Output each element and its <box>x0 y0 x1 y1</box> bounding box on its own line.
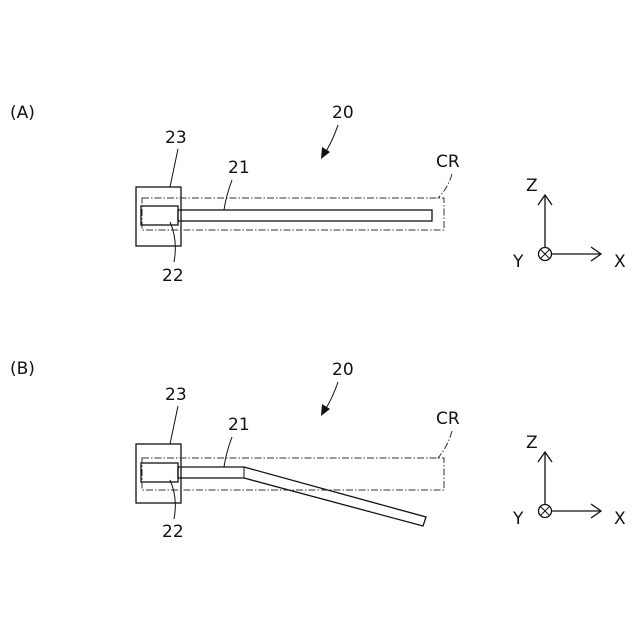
panel-b-axis-y-label: Y <box>512 509 524 529</box>
panel-b-housing-label: 23 <box>165 385 187 405</box>
panel-a-device-arrowhead <box>321 147 330 159</box>
panel-b-base <box>141 463 178 482</box>
panel-b-arm-label: 21 <box>228 415 250 435</box>
panel-a-clearance-region <box>142 198 444 230</box>
panel-a-arm <box>178 210 432 221</box>
panel-a: (A) 20 23 CR 22 21 Z Y <box>10 103 626 286</box>
panel-b-axes: Z Y X <box>512 433 626 529</box>
panel-a-device-leader <box>325 125 338 153</box>
panel-b-label: (B) <box>10 359 35 379</box>
panel-b-axis-x-label: X <box>614 509 626 529</box>
panel-b-region-leader <box>438 431 452 458</box>
panel-b-axis-z-label: Z <box>526 433 538 453</box>
panel-b: (B) 20 23 CR 22 21 Z Y <box>10 359 626 542</box>
panel-b-device-leader <box>325 382 338 410</box>
panel-a-axis-y-label: Y <box>512 252 524 272</box>
panel-b-arm-leader <box>224 437 232 467</box>
panel-a-arm-leader <box>224 180 232 210</box>
panel-a-housing-label: 23 <box>165 128 187 148</box>
panel-a-axis-z-label: Z <box>526 176 538 196</box>
panel-b-housing-leader <box>170 406 178 444</box>
panel-a-base-label: 22 <box>162 266 184 286</box>
panel-a-base <box>141 206 178 225</box>
panel-b-clearance-region <box>142 458 444 490</box>
panel-b-device-arrowhead <box>321 404 330 416</box>
panel-a-label: (A) <box>10 103 35 123</box>
panel-a-housing-leader <box>170 149 178 187</box>
panel-b-device-label: 20 <box>332 360 354 380</box>
panel-b-arm <box>178 467 426 526</box>
panel-a-region-leader <box>438 174 452 198</box>
panel-b-region-label: CR <box>436 409 460 429</box>
panel-a-axis-x-label: X <box>614 252 626 272</box>
panel-b-base-leader <box>170 480 175 519</box>
panel-a-arm-label: 21 <box>228 158 250 178</box>
panel-a-region-label: CR <box>436 152 460 172</box>
panel-a-device-label: 20 <box>332 103 354 123</box>
panel-b-base-label: 22 <box>162 522 184 542</box>
panel-a-axes: Z Y X <box>512 176 626 272</box>
panel-a-base-leader <box>170 222 175 262</box>
